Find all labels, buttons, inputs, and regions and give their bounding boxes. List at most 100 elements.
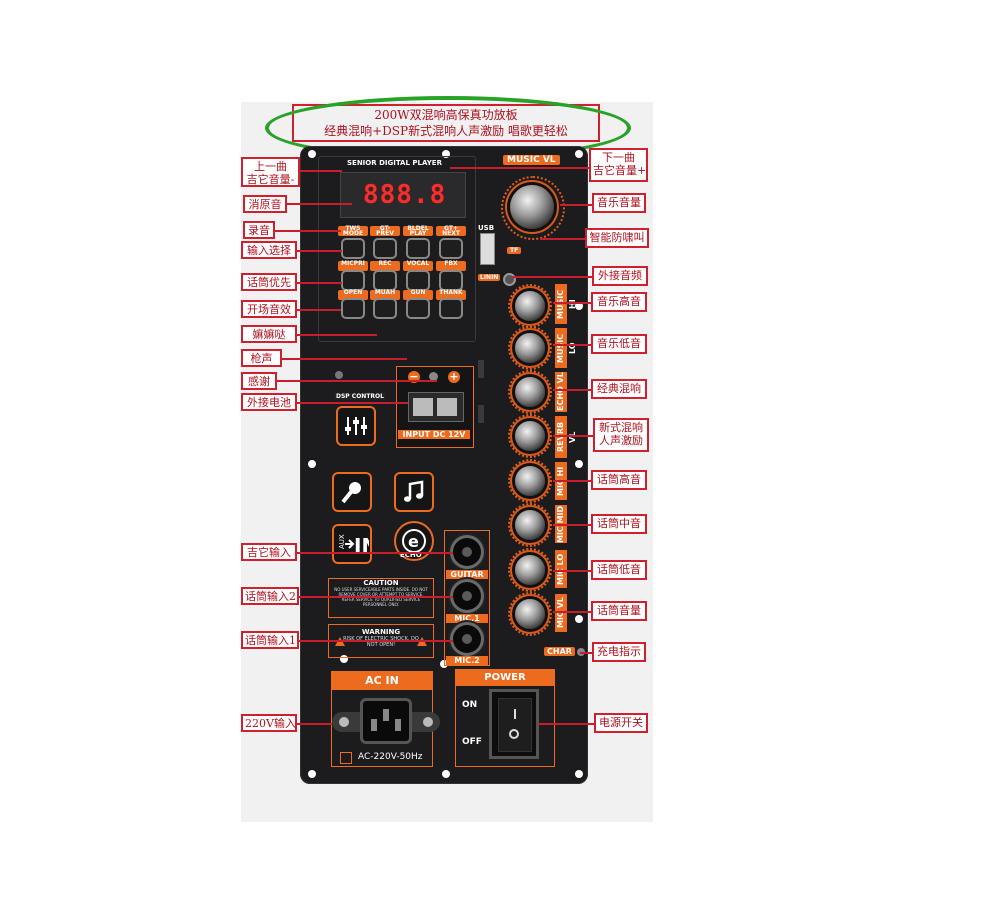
dsp-control-label: DSP CONTROL [334, 393, 386, 400]
next-button[interactable] [439, 238, 463, 259]
echo-vl-knob[interactable] [515, 377, 545, 407]
svg-text:e: e [408, 532, 419, 551]
warning-text: RISK OF ELECTRIC SHOCK, DO NOT OPEN! [343, 636, 419, 648]
button-label: GT- PREV [370, 226, 400, 237]
ac-spec-label: AC-220V-50Hz [358, 752, 423, 762]
leader-line [297, 723, 332, 725]
battery-terminal[interactable] [408, 392, 464, 422]
callout-record: 录音 [243, 221, 275, 239]
muah-sound-button[interactable] [373, 298, 397, 319]
indicator-slot [478, 360, 484, 378]
mic-mid-knob[interactable] [515, 510, 545, 540]
tws-mode-button[interactable] [341, 238, 365, 259]
mic-vl-knob[interactable] [515, 599, 545, 629]
knob-ring [508, 548, 552, 592]
leader-line [512, 276, 592, 278]
gun-sound-button[interactable] [406, 298, 430, 319]
power-rocker-switch[interactable] [489, 689, 539, 759]
ac-socket[interactable] [332, 698, 440, 746]
button-label: THANK [436, 290, 466, 300]
open-sound-button[interactable] [341, 298, 365, 319]
callout-mic1-input: 话筒输入1 [241, 631, 299, 649]
dsp-control-button[interactable] [336, 406, 376, 446]
svg-text:IN: IN [354, 534, 369, 556]
callout-input-select: 输入选择 [241, 241, 297, 259]
leader-line [553, 389, 591, 391]
line-in-jack[interactable] [503, 273, 516, 286]
tf-label: TF [507, 247, 522, 254]
input-jacks-block [444, 530, 490, 666]
leader-line [553, 570, 591, 572]
terminal-screw [413, 398, 433, 416]
ac-socket-screw [339, 717, 349, 727]
aux-in-button[interactable]: AUXIN [332, 524, 372, 564]
leader-line [277, 380, 437, 382]
vocal-cut-button[interactable] [406, 270, 430, 291]
power-block [455, 669, 555, 767]
callout-guitar-input: 吉它输入 [241, 543, 297, 561]
knob-label: ECHO VL [555, 372, 567, 412]
leader-line [553, 524, 591, 526]
callout-mic2-input: 话筒输入2 [241, 587, 299, 605]
leader-line [538, 723, 594, 725]
usb-port[interactable] [480, 233, 495, 265]
callout-music-treble: 音乐高音 [591, 292, 647, 312]
leader-line [299, 640, 453, 642]
play-button[interactable] [406, 238, 430, 259]
mic-priority-button[interactable] [341, 270, 365, 291]
button-label: VOCAL [403, 261, 433, 271]
echo-button[interactable]: e [394, 521, 434, 561]
leader-line [540, 238, 585, 240]
callout-music-volume: 音乐音量 [592, 193, 646, 213]
reverb-vl-knob[interactable] [515, 421, 545, 451]
status-led [335, 371, 343, 379]
mic-lo-knob[interactable] [515, 555, 545, 585]
leader-line [297, 334, 377, 336]
callout-battery: 外接电池 [241, 393, 297, 411]
caution-box: CAUTION NO USER SERVICEABLE PARTS INSIDE… [328, 578, 434, 618]
power-off-label: OFF [462, 737, 482, 747]
thank-sound-button[interactable] [439, 298, 463, 319]
button-label: REC [370, 261, 400, 271]
microphone-icon [341, 482, 361, 504]
screw [442, 150, 450, 158]
prev-button[interactable] [373, 238, 397, 259]
mic2-jack[interactable] [453, 625, 481, 653]
karaoke-mic-button[interactable] [332, 472, 372, 512]
leader-line [297, 250, 342, 252]
music-hi-knob[interactable] [515, 291, 545, 321]
callout-gun-sound: 枪声 [241, 349, 282, 367]
callout-prev-track: 上一曲 吉它音量- [241, 157, 300, 187]
on-mark [514, 709, 516, 719]
music-vl-label: MUSIC VL [503, 155, 560, 165]
echo-label: ECHO [400, 551, 422, 559]
input-dc-label: INPUT DC 12V [398, 430, 470, 439]
music-note-icon [404, 480, 424, 502]
leader-line [299, 596, 453, 598]
ac-socket-screw [423, 717, 433, 727]
callout-line-in: 外接音频 [592, 266, 648, 286]
record-button[interactable] [373, 270, 397, 291]
leader-line [297, 282, 342, 284]
button-label: BLDEL PLAY [403, 226, 433, 237]
button-label: FBX [436, 261, 466, 271]
ac-in-label: AC IN [332, 672, 432, 690]
fbx-button[interactable] [439, 270, 463, 291]
leader-line [580, 652, 592, 654]
leader-line [275, 230, 341, 232]
led-display: 888.8 [340, 172, 466, 218]
callout-next-track: 下一曲 吉它音量+ [589, 148, 648, 182]
leader-line [300, 170, 342, 172]
mic-hi-knob[interactable] [515, 466, 545, 496]
music-mode-button[interactable] [394, 472, 434, 512]
leader-line [287, 203, 352, 205]
mic1-jack[interactable] [453, 582, 481, 610]
ac-pin [371, 719, 377, 731]
music-volume-knob[interactable] [510, 185, 554, 229]
guitar-jack[interactable] [453, 538, 481, 566]
button-label: OPEN [338, 290, 368, 300]
screw [575, 770, 583, 778]
music-lo-knob[interactable] [515, 333, 545, 363]
screw [340, 655, 348, 663]
button-label: MUAH [370, 290, 400, 300]
